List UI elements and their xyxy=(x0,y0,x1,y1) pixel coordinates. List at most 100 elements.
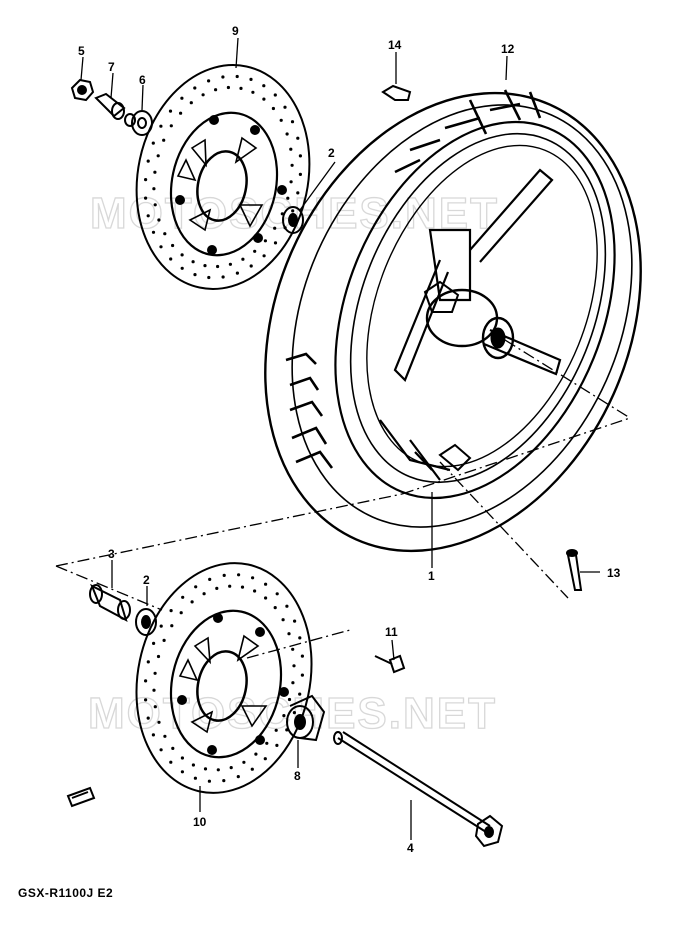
disc-hole xyxy=(153,705,157,709)
speedometer-gearbox-8 xyxy=(286,694,326,742)
callout-4: 4 xyxy=(407,841,414,855)
wheel-assembly xyxy=(264,89,642,553)
disc-hole xyxy=(291,681,295,685)
disc-hole xyxy=(253,589,257,593)
disc-hole xyxy=(283,105,287,109)
disc-hole xyxy=(180,96,184,100)
disc-hole xyxy=(151,141,155,145)
disc-hole xyxy=(236,775,240,779)
disc-hole xyxy=(208,577,212,582)
disc-hole xyxy=(221,275,225,279)
callout-5: 5 xyxy=(78,44,85,58)
disc-hole xyxy=(242,760,246,764)
disc-hole xyxy=(146,716,150,720)
callout-8: 8 xyxy=(294,769,301,783)
disc-hole xyxy=(298,172,302,176)
callout-2-bottom: 2 xyxy=(143,573,150,587)
disc-hole xyxy=(296,191,300,195)
disc-hole xyxy=(300,654,304,658)
disc-hole xyxy=(290,120,295,124)
disc-hole xyxy=(180,253,184,257)
disc-hole xyxy=(286,196,290,200)
disc-hole xyxy=(292,711,296,715)
callout-11: 11 xyxy=(385,625,398,639)
disc-hole xyxy=(169,257,173,261)
disc-hole xyxy=(285,132,289,136)
disc-hole xyxy=(287,697,292,702)
disc-hole xyxy=(144,196,148,200)
bushing-bottom xyxy=(135,608,157,636)
disc-hole xyxy=(169,760,173,764)
disc-hole xyxy=(237,573,241,577)
disc-hole xyxy=(144,679,148,683)
disc-hole xyxy=(153,203,157,207)
disc-hole xyxy=(203,767,208,771)
disc-hole xyxy=(159,124,163,128)
disc-hole xyxy=(285,604,289,608)
disc-hole xyxy=(156,154,160,158)
disc-hole xyxy=(201,93,205,97)
disc-hole xyxy=(207,275,211,280)
callout-10: 10 xyxy=(193,815,207,829)
disc-hole xyxy=(179,111,183,115)
callout-7: 7 xyxy=(108,60,115,74)
disc-hole xyxy=(273,226,277,230)
disc-hole xyxy=(296,136,300,140)
disc-hole xyxy=(249,77,253,81)
disc-hole xyxy=(146,159,150,163)
disc-hole xyxy=(215,586,219,591)
disc-hole xyxy=(202,592,206,596)
disc-hole xyxy=(169,609,173,613)
disc-hole xyxy=(298,636,302,640)
callout-2-top: 2 xyxy=(328,146,335,160)
collar-7 xyxy=(94,92,126,120)
disc-hole xyxy=(152,187,156,191)
disc-hole xyxy=(274,728,278,732)
disc-hole xyxy=(226,85,230,90)
disc-hole xyxy=(159,245,163,249)
spacer-3 xyxy=(89,583,131,623)
disc-hole xyxy=(275,592,279,596)
watermark-bottom: MOTOSCHES.NET xyxy=(88,689,497,738)
disc-hole xyxy=(241,257,245,261)
disc-hole xyxy=(190,600,194,604)
disc-hole xyxy=(275,743,279,748)
disc-hole xyxy=(291,647,295,651)
disc-hole xyxy=(222,573,226,578)
disc-hole xyxy=(191,260,195,264)
disc-hole xyxy=(153,671,157,675)
disc-hole xyxy=(194,585,198,589)
disc-hole xyxy=(191,763,195,767)
disc-hole xyxy=(228,262,232,266)
disc-hole xyxy=(287,632,291,636)
disc-hole xyxy=(300,673,304,677)
disc-hole xyxy=(264,596,268,600)
disc-hole xyxy=(251,90,255,94)
disc-hole xyxy=(152,688,156,692)
axle-4 xyxy=(333,731,504,848)
callout-14: 14 xyxy=(388,38,402,52)
disc-hole xyxy=(163,232,167,236)
disc-hole xyxy=(239,86,243,90)
disc-hole xyxy=(298,692,302,696)
disc-hole xyxy=(279,118,283,122)
disc-hole xyxy=(264,582,268,586)
disc-hole xyxy=(291,209,295,213)
disc-hole xyxy=(293,619,297,623)
disc-hole xyxy=(168,109,173,113)
disc-hole xyxy=(157,720,161,724)
disc-hole xyxy=(240,585,245,589)
disc-hole xyxy=(249,264,253,268)
disc-hole xyxy=(263,239,267,243)
model-code: GSX-R1100J E2 xyxy=(18,886,114,900)
callout-1: 1 xyxy=(428,569,435,583)
disc-hole xyxy=(265,741,269,745)
disc-hole xyxy=(216,768,220,772)
disc-hole xyxy=(228,584,232,588)
disc-hole xyxy=(271,106,275,111)
disc-hole xyxy=(298,154,302,158)
disc-hole xyxy=(203,264,207,268)
valve-clip-14 xyxy=(381,84,412,101)
disc-hole xyxy=(229,766,233,770)
